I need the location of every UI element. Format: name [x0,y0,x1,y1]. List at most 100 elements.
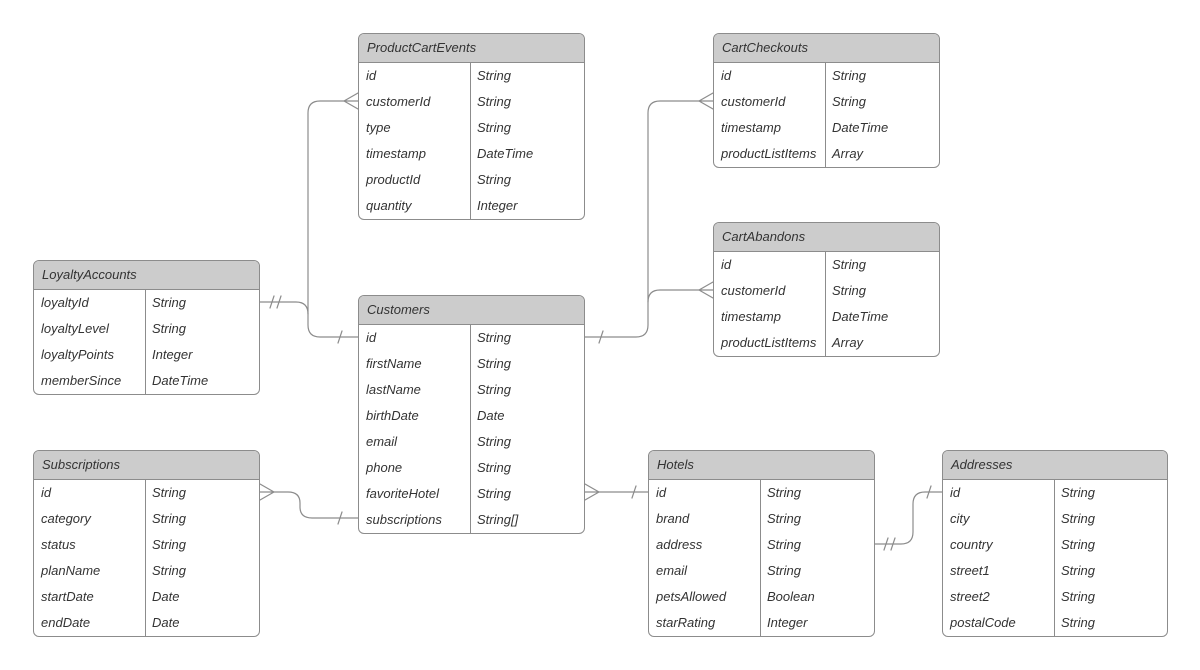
crowsfoot-many-marker [698,281,714,299]
field-name: email [366,434,398,449]
field-type: String [767,537,801,552]
field-name: loyaltyLevel [41,321,109,336]
field-name: customerId [366,94,431,109]
field-type: String [477,486,511,501]
field-type: Integer [152,347,193,362]
field-name: address [656,537,703,552]
field-type: DateTime [832,120,889,135]
crowsfoot-many-marker [698,92,714,110]
field-name: subscriptions [366,512,442,527]
entity-title: CartAbandons [714,223,939,252]
crowsfoot-many-marker [259,483,275,501]
relationship-customers-cartabandons[interactable] [647,281,714,303]
field-name: id [41,485,52,500]
relationship-customers-productcartevents[interactable] [307,92,359,344]
field-name: city [950,511,970,526]
field-row: city String [943,506,1167,532]
field-type: String [477,172,511,187]
field-type: String [152,295,186,310]
field-row: favoriteHotel String [359,481,584,507]
entity-title: Subscriptions [34,451,259,480]
column-divider [1054,480,1055,636]
field-type: DateTime [477,146,534,161]
field-name: postalCode [950,615,1016,630]
field-type: String [1061,511,1095,526]
field-name: category [41,511,91,526]
cardinality-one-tick [598,330,604,344]
field-name: street1 [950,563,990,578]
field-name: memberSince [41,373,122,388]
cardinality-one-tick [337,330,343,344]
relationship-customers-cartcheckouts[interactable] [584,92,714,344]
field-row: street2 String [943,584,1167,610]
field-type: String [1061,563,1095,578]
relationship-customers-hotels[interactable] [584,483,649,501]
field-name: type [366,120,391,135]
field-name: email [656,563,688,578]
field-type: String [152,321,186,336]
field-name: status [41,537,76,552]
field-name: favoriteHotel [366,486,439,501]
field-name: loyaltyId [41,295,89,310]
field-name: productListItems [721,146,817,161]
relationship-path [259,301,309,315]
field-row: address String [649,532,874,558]
field-row: street1 String [943,558,1167,584]
field-name: street2 [950,589,990,604]
cardinality-exactly-one-ticks [883,537,896,551]
cardinality-one-tick [631,485,637,499]
field-type: String [1061,589,1095,604]
field-type: String [152,537,186,552]
field-row: subscriptions String[] [359,507,584,533]
entity-title: CartCheckouts [714,34,939,63]
field-type: String [477,120,511,135]
field-type: String [477,68,511,83]
relationship-loyaltyaccounts-customers[interactable] [259,295,309,315]
entity-title: Customers [359,296,584,325]
field-type: DateTime [832,309,889,324]
field-row: status String [34,532,259,558]
relationship-path [307,100,359,338]
field-type: Date [152,589,180,604]
cardinality-exactly-one-ticks [269,295,282,309]
field-type: DateTime [152,373,209,388]
field-name: id [721,68,732,83]
field-type: String [152,511,186,526]
field-name: birthDate [366,408,419,423]
field-type: String [152,485,186,500]
relationship-path [647,289,700,303]
relationship-hotels-addresses[interactable] [874,485,943,551]
field-type: String [477,356,511,371]
field-name: customerId [721,283,786,298]
field-row: postalCode String [943,610,1167,636]
field-name: petsAllowed [656,589,727,604]
field-type: String [1061,615,1095,630]
relationship-subscriptions-customers[interactable] [259,483,359,525]
field-row: loyaltyLevel String [34,316,259,342]
field-type: String[] [477,512,519,527]
